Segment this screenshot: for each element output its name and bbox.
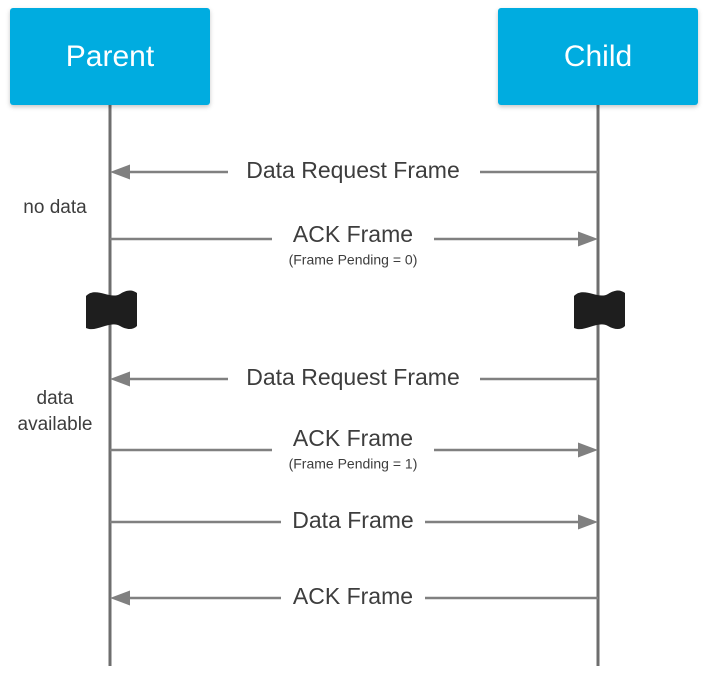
arrowhead-right-icon xyxy=(578,231,598,247)
message-label: ACK Frame xyxy=(293,425,413,451)
message-sublabel: (Frame Pending = 1) xyxy=(289,456,418,472)
side-annotation-label-line-1: data xyxy=(37,388,74,409)
lifelines-group xyxy=(108,105,600,666)
side-annotation-label-line-2: available xyxy=(18,414,93,435)
actor-parent-box[interactable] xyxy=(10,8,210,105)
side-annotation-no-data: no data xyxy=(23,197,87,218)
message-label: Data Request Frame xyxy=(246,364,459,390)
break-flag-icon xyxy=(86,290,137,330)
arrowhead-left-icon xyxy=(110,371,130,387)
actor-child-label: Child xyxy=(564,40,632,73)
arrowhead-left-icon xyxy=(110,164,130,180)
actor-child[interactable]: Child xyxy=(498,8,698,105)
message-data-frame[interactable]: Data Frame xyxy=(110,507,598,533)
message-label: ACK Frame xyxy=(293,221,413,247)
arrowhead-left-icon xyxy=(110,590,130,606)
message-ack-frame-3[interactable]: ACK Frame xyxy=(110,583,598,609)
message-label: ACK Frame xyxy=(293,583,413,609)
time-break-parent xyxy=(86,290,137,330)
message-data-request-frame-2[interactable]: Data Request Frame xyxy=(110,364,598,390)
break-flag-icon xyxy=(574,290,625,330)
actor-parent[interactable]: Parent xyxy=(10,8,210,105)
message-label: Data Frame xyxy=(292,507,413,533)
arrowhead-right-icon xyxy=(578,514,598,530)
actor-child-box[interactable] xyxy=(498,8,698,105)
message-ack-frame-1[interactable]: ACK Frame (Frame Pending = 0) xyxy=(110,221,598,268)
message-data-request-frame-1[interactable]: Data Request Frame xyxy=(110,157,598,183)
actor-parent-label: Parent xyxy=(66,40,155,73)
arrowhead-right-icon xyxy=(578,442,598,458)
side-annotation-label: no data xyxy=(23,197,87,218)
side-annotation-data-available: data available xyxy=(18,388,93,435)
message-ack-frame-2[interactable]: ACK Frame (Frame Pending = 1) xyxy=(110,425,598,472)
message-label: Data Request Frame xyxy=(246,157,459,183)
message-sublabel: (Frame Pending = 0) xyxy=(289,252,418,268)
time-break-child xyxy=(574,290,625,330)
